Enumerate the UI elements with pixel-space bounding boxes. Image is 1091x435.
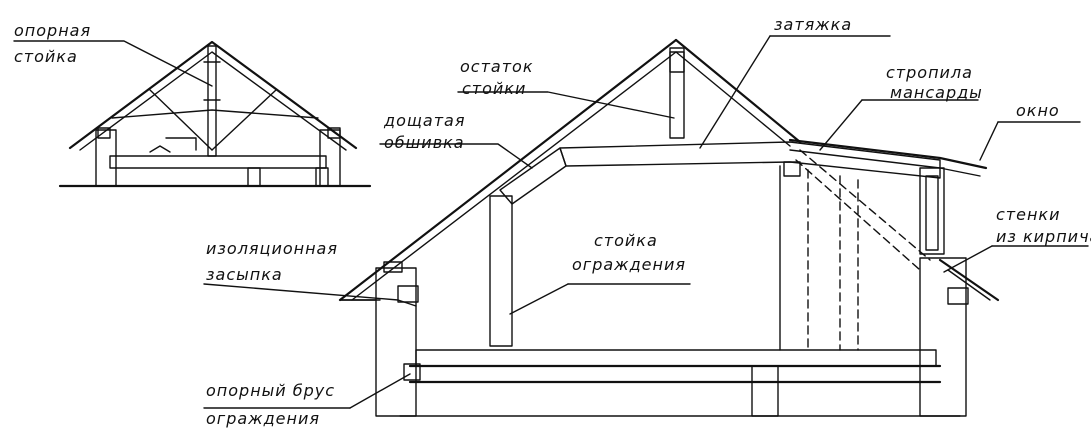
- label-insulation-2: засыпка: [206, 265, 283, 284]
- label-window: окно: [1016, 101, 1060, 120]
- small-sketch-original-attic: [58, 40, 372, 188]
- label-sill-beam-2: ограждения: [206, 409, 320, 428]
- label-support-post-1: опорная: [14, 21, 91, 40]
- label-tie-beam: затяжка: [774, 15, 852, 34]
- label-sill-beam-1: опорный брус: [206, 381, 335, 400]
- label-post-remnant-2: стойки: [462, 79, 526, 98]
- label-plank-sheathing-2: обшивка: [384, 133, 465, 152]
- leader-lines: [13, 35, 1089, 409]
- label-fence-post-2: ограждения: [572, 255, 686, 274]
- label-walls-1: стенки: [996, 205, 1060, 224]
- label-plank-sheathing-1: дощатая: [383, 111, 465, 130]
- label-insulation-1: изоляционная: [206, 239, 338, 258]
- label-rafters-1: стропила: [886, 63, 973, 82]
- label-post-remnant-1: остаток: [460, 57, 533, 76]
- label-support-post-2: стойка: [14, 47, 78, 66]
- large-sketch-mansard: [338, 38, 1000, 417]
- label-fence-post-1: стойка: [594, 231, 658, 250]
- labels: опорная стойка затяжка остаток стойки ст…: [14, 15, 1091, 428]
- label-walls-2: из кирпича: [996, 227, 1091, 246]
- label-rafters-2: мансарды: [890, 83, 983, 102]
